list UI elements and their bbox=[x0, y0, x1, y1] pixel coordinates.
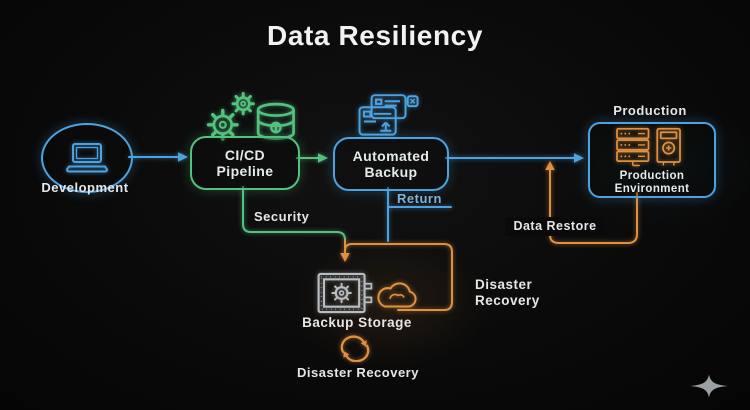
safe-icon bbox=[317, 272, 373, 314]
page-title: Data Resiliency bbox=[267, 20, 483, 51]
label-disaster-recovery-side: Disaster Recovery bbox=[475, 277, 540, 308]
node-automated-backup: Automated Backup bbox=[333, 137, 449, 191]
cloud-icon bbox=[377, 282, 417, 308]
gears-database-icon bbox=[206, 92, 295, 141]
label-backup-storage: Backup Storage bbox=[302, 315, 412, 330]
label-development: Development bbox=[41, 180, 129, 195]
refresh-cycle-icon bbox=[340, 335, 370, 362]
backup-files-icon bbox=[358, 94, 419, 136]
label-production-environment: Production Environment bbox=[614, 170, 690, 195]
label-security: Security bbox=[254, 209, 310, 224]
laptop-icon bbox=[65, 143, 109, 173]
label-cicd-pipeline: CI/CD Pipeline bbox=[216, 146, 274, 179]
sparkle-icon bbox=[690, 374, 728, 398]
label-return: Return bbox=[397, 191, 442, 206]
node-cicd-pipeline: CI/CD Pipeline bbox=[190, 136, 300, 190]
edge-data-restore bbox=[549, 168, 638, 244]
label-disaster-recovery-cycle: Disaster Recovery bbox=[297, 365, 419, 380]
label-automated-backup: Automated Backup bbox=[352, 147, 430, 180]
edge-disaster-loop bbox=[344, 243, 453, 311]
node-production-environment: Production Environment bbox=[588, 122, 716, 198]
edge-security bbox=[242, 186, 346, 241]
label-production-caption: Production bbox=[613, 103, 687, 118]
arrowhead-data-restore bbox=[545, 161, 555, 170]
node-development bbox=[41, 123, 133, 193]
server-rack-icon bbox=[616, 127, 681, 167]
arrowhead-backup-to-production bbox=[574, 153, 584, 163]
label-data-restore: Data Restore bbox=[505, 217, 605, 236]
arrowhead-cicd-to-backup bbox=[318, 153, 328, 163]
arrowhead-into-backup-storage bbox=[340, 253, 350, 262]
arrowhead-dev-to-cicd bbox=[178, 152, 188, 162]
